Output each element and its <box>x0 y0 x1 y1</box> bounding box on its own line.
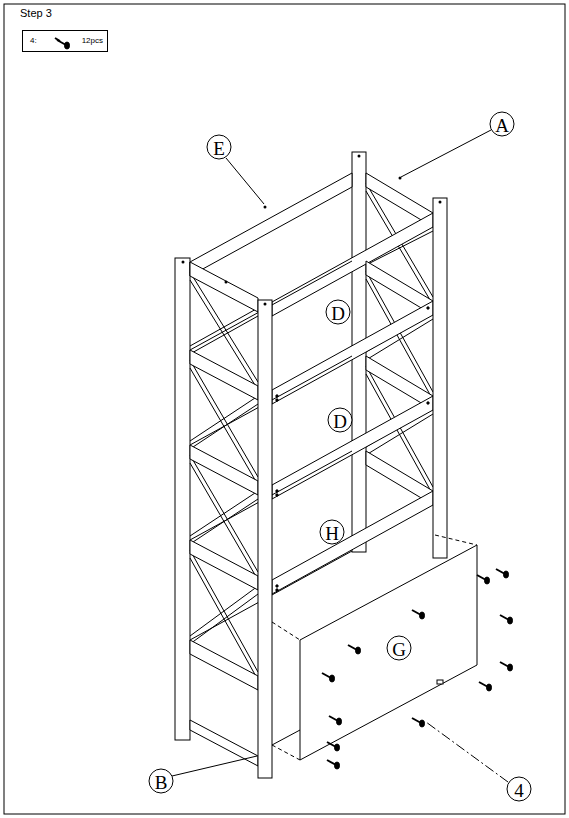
callout-letter: E <box>213 139 225 158</box>
callout-letter: B <box>155 773 168 792</box>
post <box>258 300 272 778</box>
x-brace <box>190 272 258 680</box>
part-icon <box>55 38 70 49</box>
step-title: Step 3 <box>20 8 52 19</box>
callout-letter: D <box>333 412 347 431</box>
post-hole <box>182 155 442 306</box>
back-panel <box>272 535 477 760</box>
page-frame <box>4 4 565 814</box>
post <box>175 258 190 740</box>
parts-box: 4: 12pcs <box>22 30 108 52</box>
callout-letter: 4 <box>514 781 524 800</box>
callout-letter: D <box>331 304 345 323</box>
post <box>433 198 447 558</box>
callout-circle <box>149 112 531 801</box>
callout-letter: H <box>325 524 339 543</box>
part-quantity: 12pcs <box>82 37 103 45</box>
leader-line <box>172 130 508 782</box>
callout-letter: A <box>495 116 509 135</box>
screw <box>322 569 513 769</box>
part-number: 4: <box>30 37 37 45</box>
callout-letter: G <box>392 640 406 659</box>
top-frame <box>190 173 433 316</box>
